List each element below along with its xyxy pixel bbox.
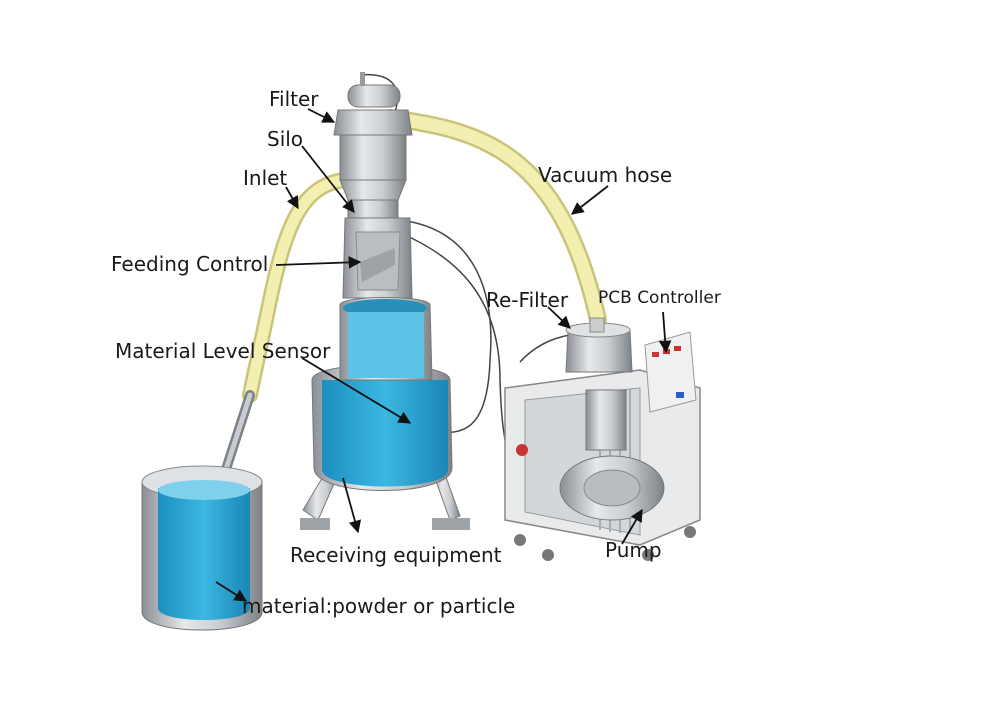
label-material-level-sensor: Material Level Sensor (115, 339, 331, 363)
re-filter-arrow (547, 306, 571, 329)
annotation-arrows (215, 108, 672, 602)
filter-arrow (307, 108, 336, 123)
material-level-sensor-arrow (301, 357, 412, 424)
pcb-controller-arrow (658, 311, 672, 354)
receiving-tank (300, 297, 470, 530)
label-filter: Filter (269, 87, 319, 111)
pump-cart (504, 317, 701, 561)
material-arrow (215, 581, 248, 602)
vacuum-hose-tube (381, 109, 607, 329)
label-silo: Silo (267, 127, 304, 151)
label-inlet: Inlet (243, 166, 288, 190)
label-re-filter: Re-Filter (486, 288, 569, 312)
label-pump: Pump (605, 538, 662, 562)
receiving-equipment-arrow (342, 477, 362, 534)
label-receiving-equipment: Receiving equipment (290, 543, 502, 567)
label-feeding-control: Feeding Control (111, 252, 269, 276)
feeding-control-arrow (275, 256, 362, 269)
label-vacuum-hose: Vacuum hose (538, 163, 673, 187)
vacuum-hose-arrow (571, 185, 609, 215)
pump-arrow (621, 508, 643, 545)
label-pcb-controller: PCB Controller (598, 288, 721, 308)
inlet-arrow (285, 186, 299, 210)
label-material: material:powder or particle (242, 594, 516, 618)
hopper-silo (333, 72, 413, 299)
silo-arrow (301, 145, 355, 213)
